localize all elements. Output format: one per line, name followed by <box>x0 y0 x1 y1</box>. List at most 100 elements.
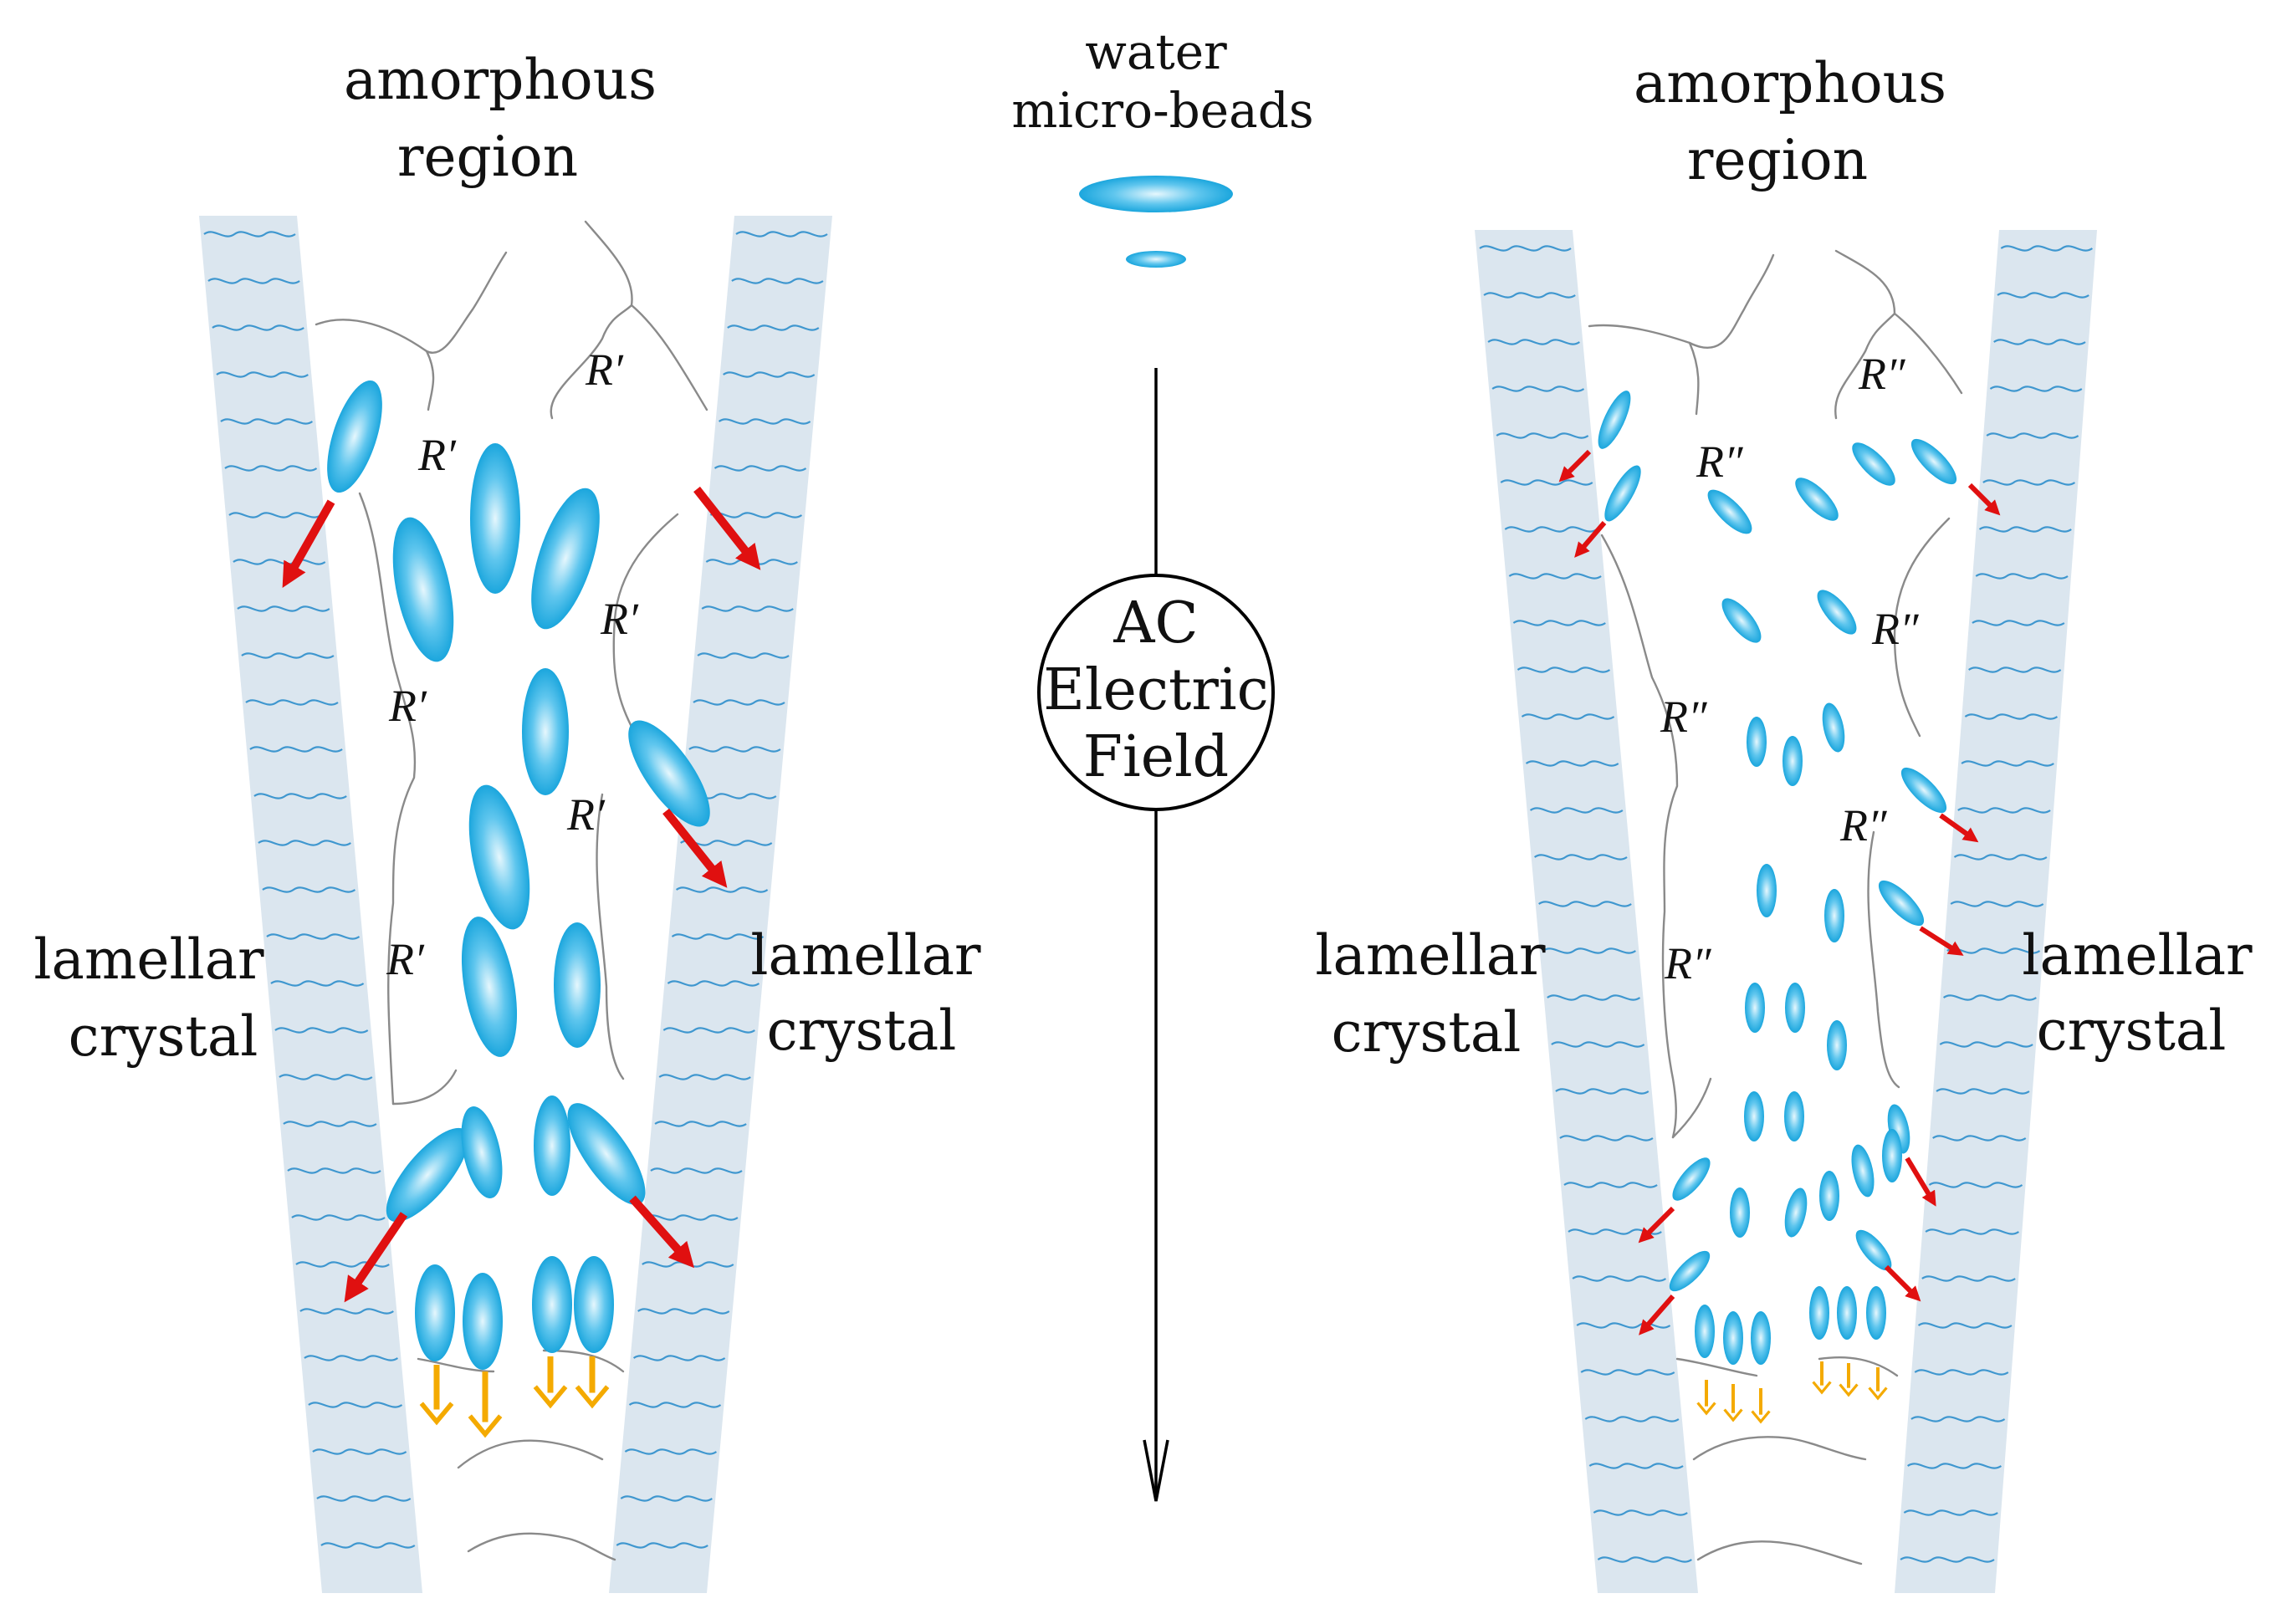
lamella-wave <box>1950 901 2044 907</box>
side-labels: lamellar crystal lamellar crystal lamell… <box>33 923 2253 1069</box>
lamella-wave <box>207 278 300 284</box>
water-bead <box>554 922 601 1048</box>
water-bead <box>415 1264 455 1361</box>
water-bead <box>1817 590 1857 635</box>
red-arrow <box>344 1212 408 1303</box>
chain-line <box>315 251 508 354</box>
lamella-wave <box>299 1308 394 1315</box>
orange-arrow-head <box>533 1385 568 1409</box>
orange-arrow-head <box>1751 1410 1771 1424</box>
lamella-wave <box>216 371 309 378</box>
water-bead <box>1751 1311 1771 1365</box>
red-arrow <box>1884 1264 1921 1302</box>
red-arrows <box>282 449 2001 1335</box>
chain-label: R′ <box>417 430 457 480</box>
chain-labels-left: R′ R′ R′ R′ R′ R′ <box>386 345 639 984</box>
water-bead <box>1604 465 1641 522</box>
lamellar-right-b-line1: lamellar <box>2022 923 2253 988</box>
top-labels: amorphous region amorphous region water … <box>344 23 1946 192</box>
water-bead <box>1745 983 1765 1033</box>
field-circle <box>1037 574 1275 811</box>
water-bead <box>1126 251 1186 268</box>
water-bead <box>1730 1187 1750 1238</box>
water-bead <box>461 917 518 1057</box>
water-bead <box>1747 717 1767 767</box>
lamella-wave <box>1547 994 1641 1001</box>
lamella-wave <box>1551 1041 1645 1048</box>
orange-arrows <box>419 1356 1888 1438</box>
water-bead <box>1721 598 1762 643</box>
orange-arrow-head <box>1723 1408 1743 1422</box>
lamella-wave <box>1993 339 2086 345</box>
lamella-wave <box>1932 1135 2027 1141</box>
lamellar-left-a-line2: crystal <box>69 1004 258 1069</box>
water-bead <box>327 380 382 493</box>
chain-line <box>1696 1540 1863 1565</box>
lamella-wave <box>667 980 760 987</box>
right-amorphous-line2: region <box>1687 128 1868 192</box>
chain-label: R′ <box>388 681 427 731</box>
water-bead <box>1783 736 1803 786</box>
lamella-wave <box>316 1495 412 1502</box>
water-bead <box>392 517 454 662</box>
lamella-wave <box>1572 1275 1667 1282</box>
lamella-wave <box>1917 1322 2013 1329</box>
lamella-wave <box>735 231 828 237</box>
lamella-wave <box>624 1448 718 1455</box>
lamella-wave <box>312 1448 407 1455</box>
lamella-wave <box>1997 292 2089 299</box>
lamella-wave <box>658 1074 751 1080</box>
red-arrow <box>1939 813 1979 843</box>
water-bead <box>574 1256 614 1353</box>
left-amorphous-line2: region <box>397 125 578 189</box>
water-beads <box>327 176 1957 1370</box>
red-arrow <box>1574 521 1607 558</box>
chain-label: R′ <box>600 594 639 644</box>
lamella-wave <box>220 418 314 425</box>
lamella-wave <box>320 1542 416 1549</box>
lamella-wave <box>675 886 769 893</box>
lamella-wave <box>628 1402 722 1408</box>
lamella-wave <box>1961 760 2054 767</box>
water-bead <box>1695 1305 1715 1358</box>
lamella-wave <box>620 1495 713 1502</box>
chain-line <box>1671 1077 1712 1139</box>
water-bead <box>1672 1157 1711 1201</box>
lamella-right-a <box>1475 230 1698 1593</box>
field-label-line3: Field <box>1083 724 1229 790</box>
lamella-wave <box>671 933 765 940</box>
water-bead <box>1837 1286 1857 1340</box>
lamella-waves <box>203 231 2093 1563</box>
lamella-wave <box>1555 1088 1650 1095</box>
chain-line <box>425 350 435 411</box>
lamella-wave <box>237 605 330 612</box>
chain-label: R′ <box>566 789 606 840</box>
lamella-wave <box>1968 666 2062 673</box>
chain-label: R′ <box>585 345 624 395</box>
water-bead <box>1824 889 1844 942</box>
water-beads-line2: micro-beads <box>1011 82 1313 139</box>
lamella-wave <box>1903 1509 1998 1516</box>
lamella-wave <box>279 1074 373 1080</box>
chain-line <box>542 1349 625 1373</box>
water-bead <box>1852 442 1895 486</box>
water-bead <box>1882 1129 1902 1182</box>
lamella-wave <box>1978 526 2072 533</box>
lamella-wave <box>228 512 322 518</box>
red-arrow <box>662 808 728 888</box>
chain-label: R″ <box>1858 349 1905 399</box>
water-bead <box>1785 983 1805 1033</box>
lamella-wave <box>233 559 326 565</box>
lamella-wave <box>727 324 820 331</box>
water-bead <box>1866 1286 1886 1340</box>
chain-line <box>1893 517 1951 738</box>
water-bead <box>1910 438 1957 485</box>
chain-line <box>1893 312 1963 395</box>
lamella-wave <box>1512 620 1606 626</box>
lamella-wave <box>283 1121 377 1127</box>
chain-line <box>596 793 625 1080</box>
water-bead <box>463 1273 503 1370</box>
water-bead <box>1827 1020 1847 1070</box>
red-arrow <box>282 499 335 589</box>
lamella-wave <box>1900 1556 1995 1563</box>
